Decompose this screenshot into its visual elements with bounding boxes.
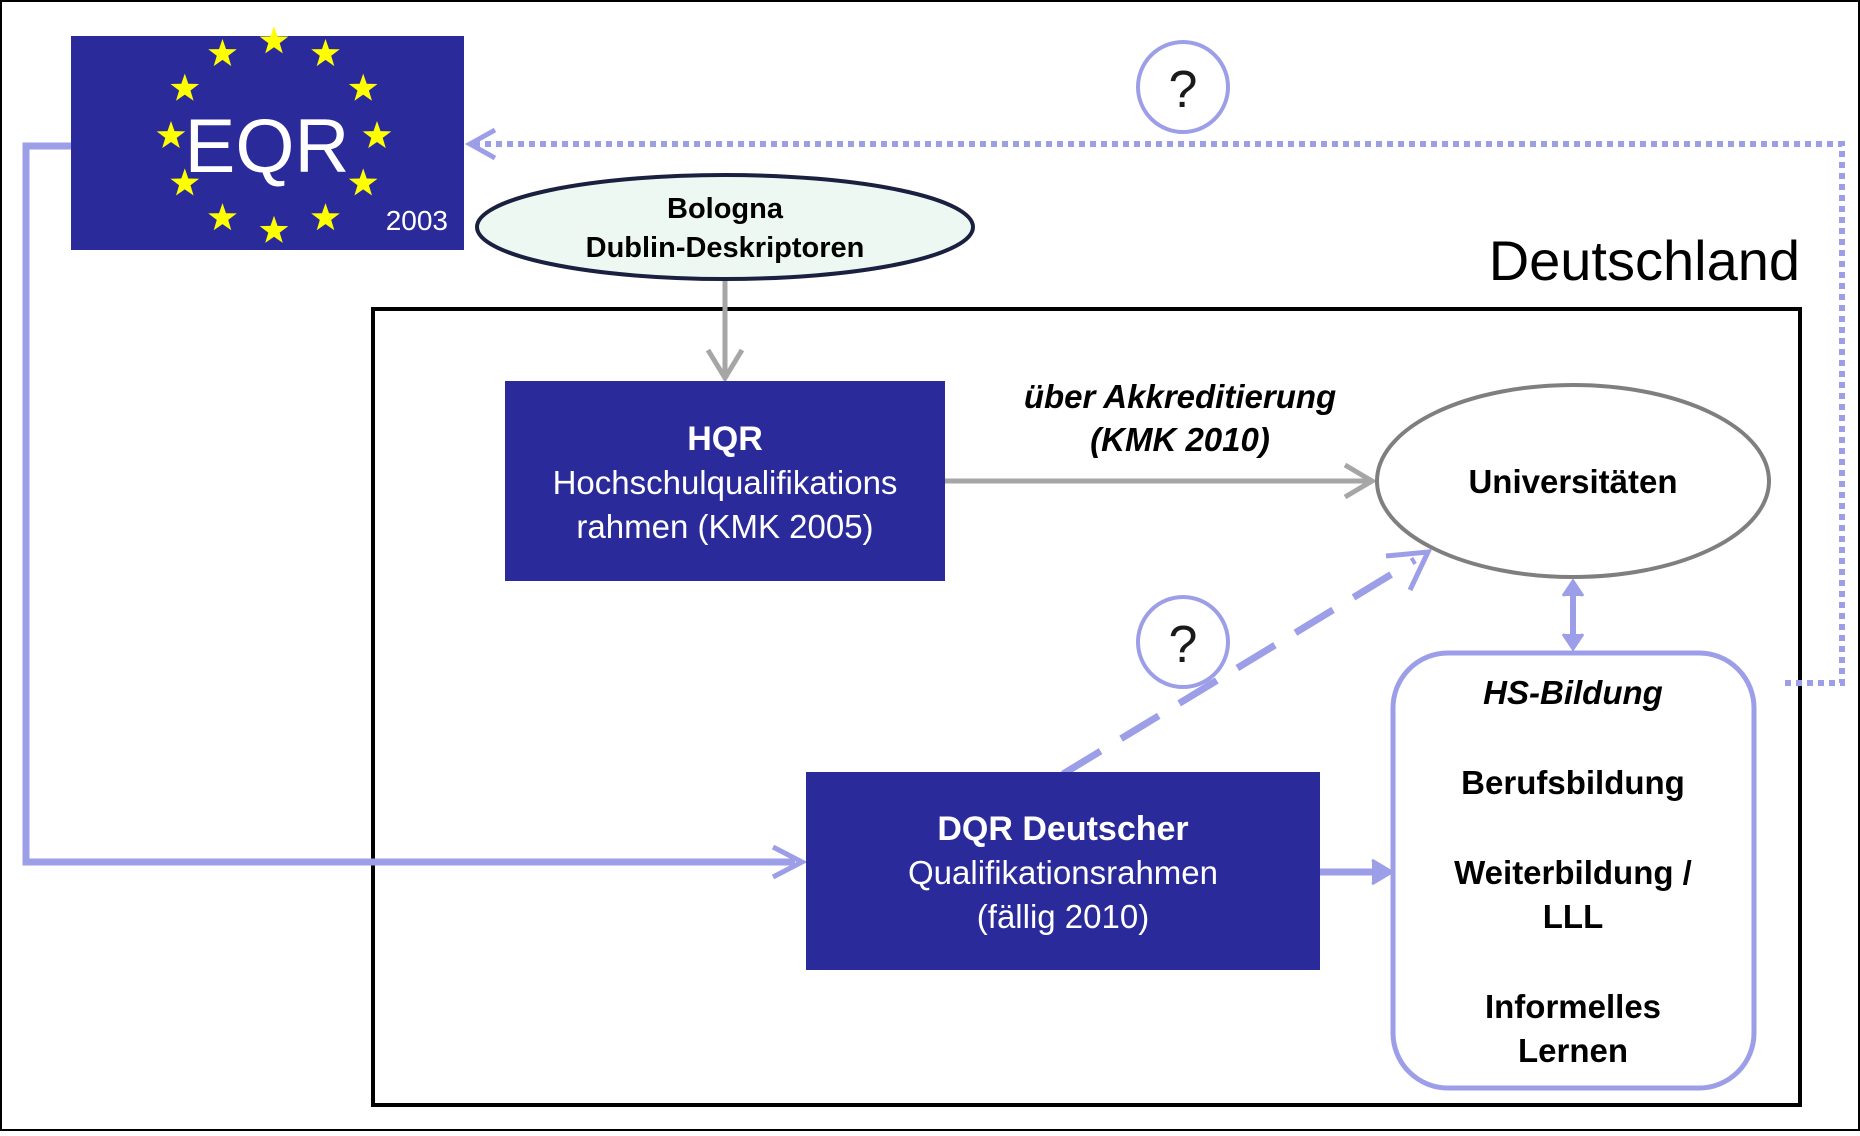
eqr-flag <box>71 36 464 250</box>
accreditation-line1: über Akkreditierung <box>1024 378 1336 415</box>
edu-weiterbildung-2: LLL <box>1543 898 1603 935</box>
dqr-to-uni-dashed <box>1061 557 1417 777</box>
feedback-arrowhead <box>464 127 497 161</box>
bologna-line2: Dublin-Deskriptoren <box>586 232 865 264</box>
hqr-box <box>505 381 945 581</box>
uni-edu-arrowhead-down <box>1561 633 1585 652</box>
eu-star <box>362 121 392 149</box>
hqr-line1: Hochschulqualifikations <box>553 464 898 501</box>
eu-star <box>156 121 186 149</box>
eu-star <box>311 38 340 67</box>
eu-star <box>259 215 289 243</box>
question-circle-middle <box>1136 595 1230 689</box>
edu-berufsbildung: Berufsbildung <box>1461 764 1685 801</box>
bologna-ellipse <box>475 173 975 281</box>
dqr-to-edu-arrowhead <box>1371 858 1395 886</box>
dqr-line2: (fällig 2010) <box>977 898 1149 935</box>
eqr-title: EQR <box>185 104 350 189</box>
eqr-year: 2003 <box>386 205 448 236</box>
accreditation-line2: (KMK 2010) <box>1090 421 1270 458</box>
eqr-to-dqr-arrowhead <box>771 844 808 880</box>
eu-star <box>170 73 200 101</box>
hqr-to-uni-arrowhead <box>1343 462 1377 500</box>
eu-star <box>208 38 237 67</box>
eqr-to-dqr-line <box>22 142 795 866</box>
education-box <box>1390 650 1757 1091</box>
eu-star <box>348 168 378 196</box>
dqr-to-uni-arrowhead <box>1385 549 1433 592</box>
feedback-dotted-line <box>474 141 1845 686</box>
bologna-line1: Bologna <box>667 193 784 225</box>
bologna-to-hqr-arrowhead <box>705 348 745 383</box>
edu-weiterbildung-1: Weiterbildung / <box>1454 854 1692 891</box>
eu-star <box>208 203 237 231</box>
edu-hs-bildung: HS-Bildung <box>1483 674 1663 711</box>
uni-edu-arrowhead-up <box>1561 578 1585 597</box>
dqr-box <box>806 772 1320 970</box>
universities-label: Universitäten <box>1468 463 1677 500</box>
hqr-line2: rahmen (KMK 2005) <box>576 508 873 545</box>
eu-star <box>348 73 378 101</box>
edu-informelles-2: Lernen <box>1518 1032 1628 1069</box>
eu-stars <box>156 26 392 243</box>
dqr-line1: Qualifikationsrahmen <box>908 854 1218 891</box>
question-mark-middle: ? <box>1169 616 1198 674</box>
hqr-title: HQR <box>687 420 763 458</box>
universities-ellipse <box>1375 383 1771 579</box>
dqr-title: DQR Deutscher <box>937 810 1188 848</box>
germany-box <box>371 307 1802 1107</box>
eu-star <box>311 203 340 231</box>
question-circle-top <box>1136 40 1230 134</box>
edu-informelles-1: Informelles <box>1485 988 1661 1025</box>
germany-label: Deutschland <box>1489 229 1800 292</box>
question-mark-top: ? <box>1169 61 1198 119</box>
eu-star <box>259 26 289 54</box>
eu-star <box>170 168 200 196</box>
